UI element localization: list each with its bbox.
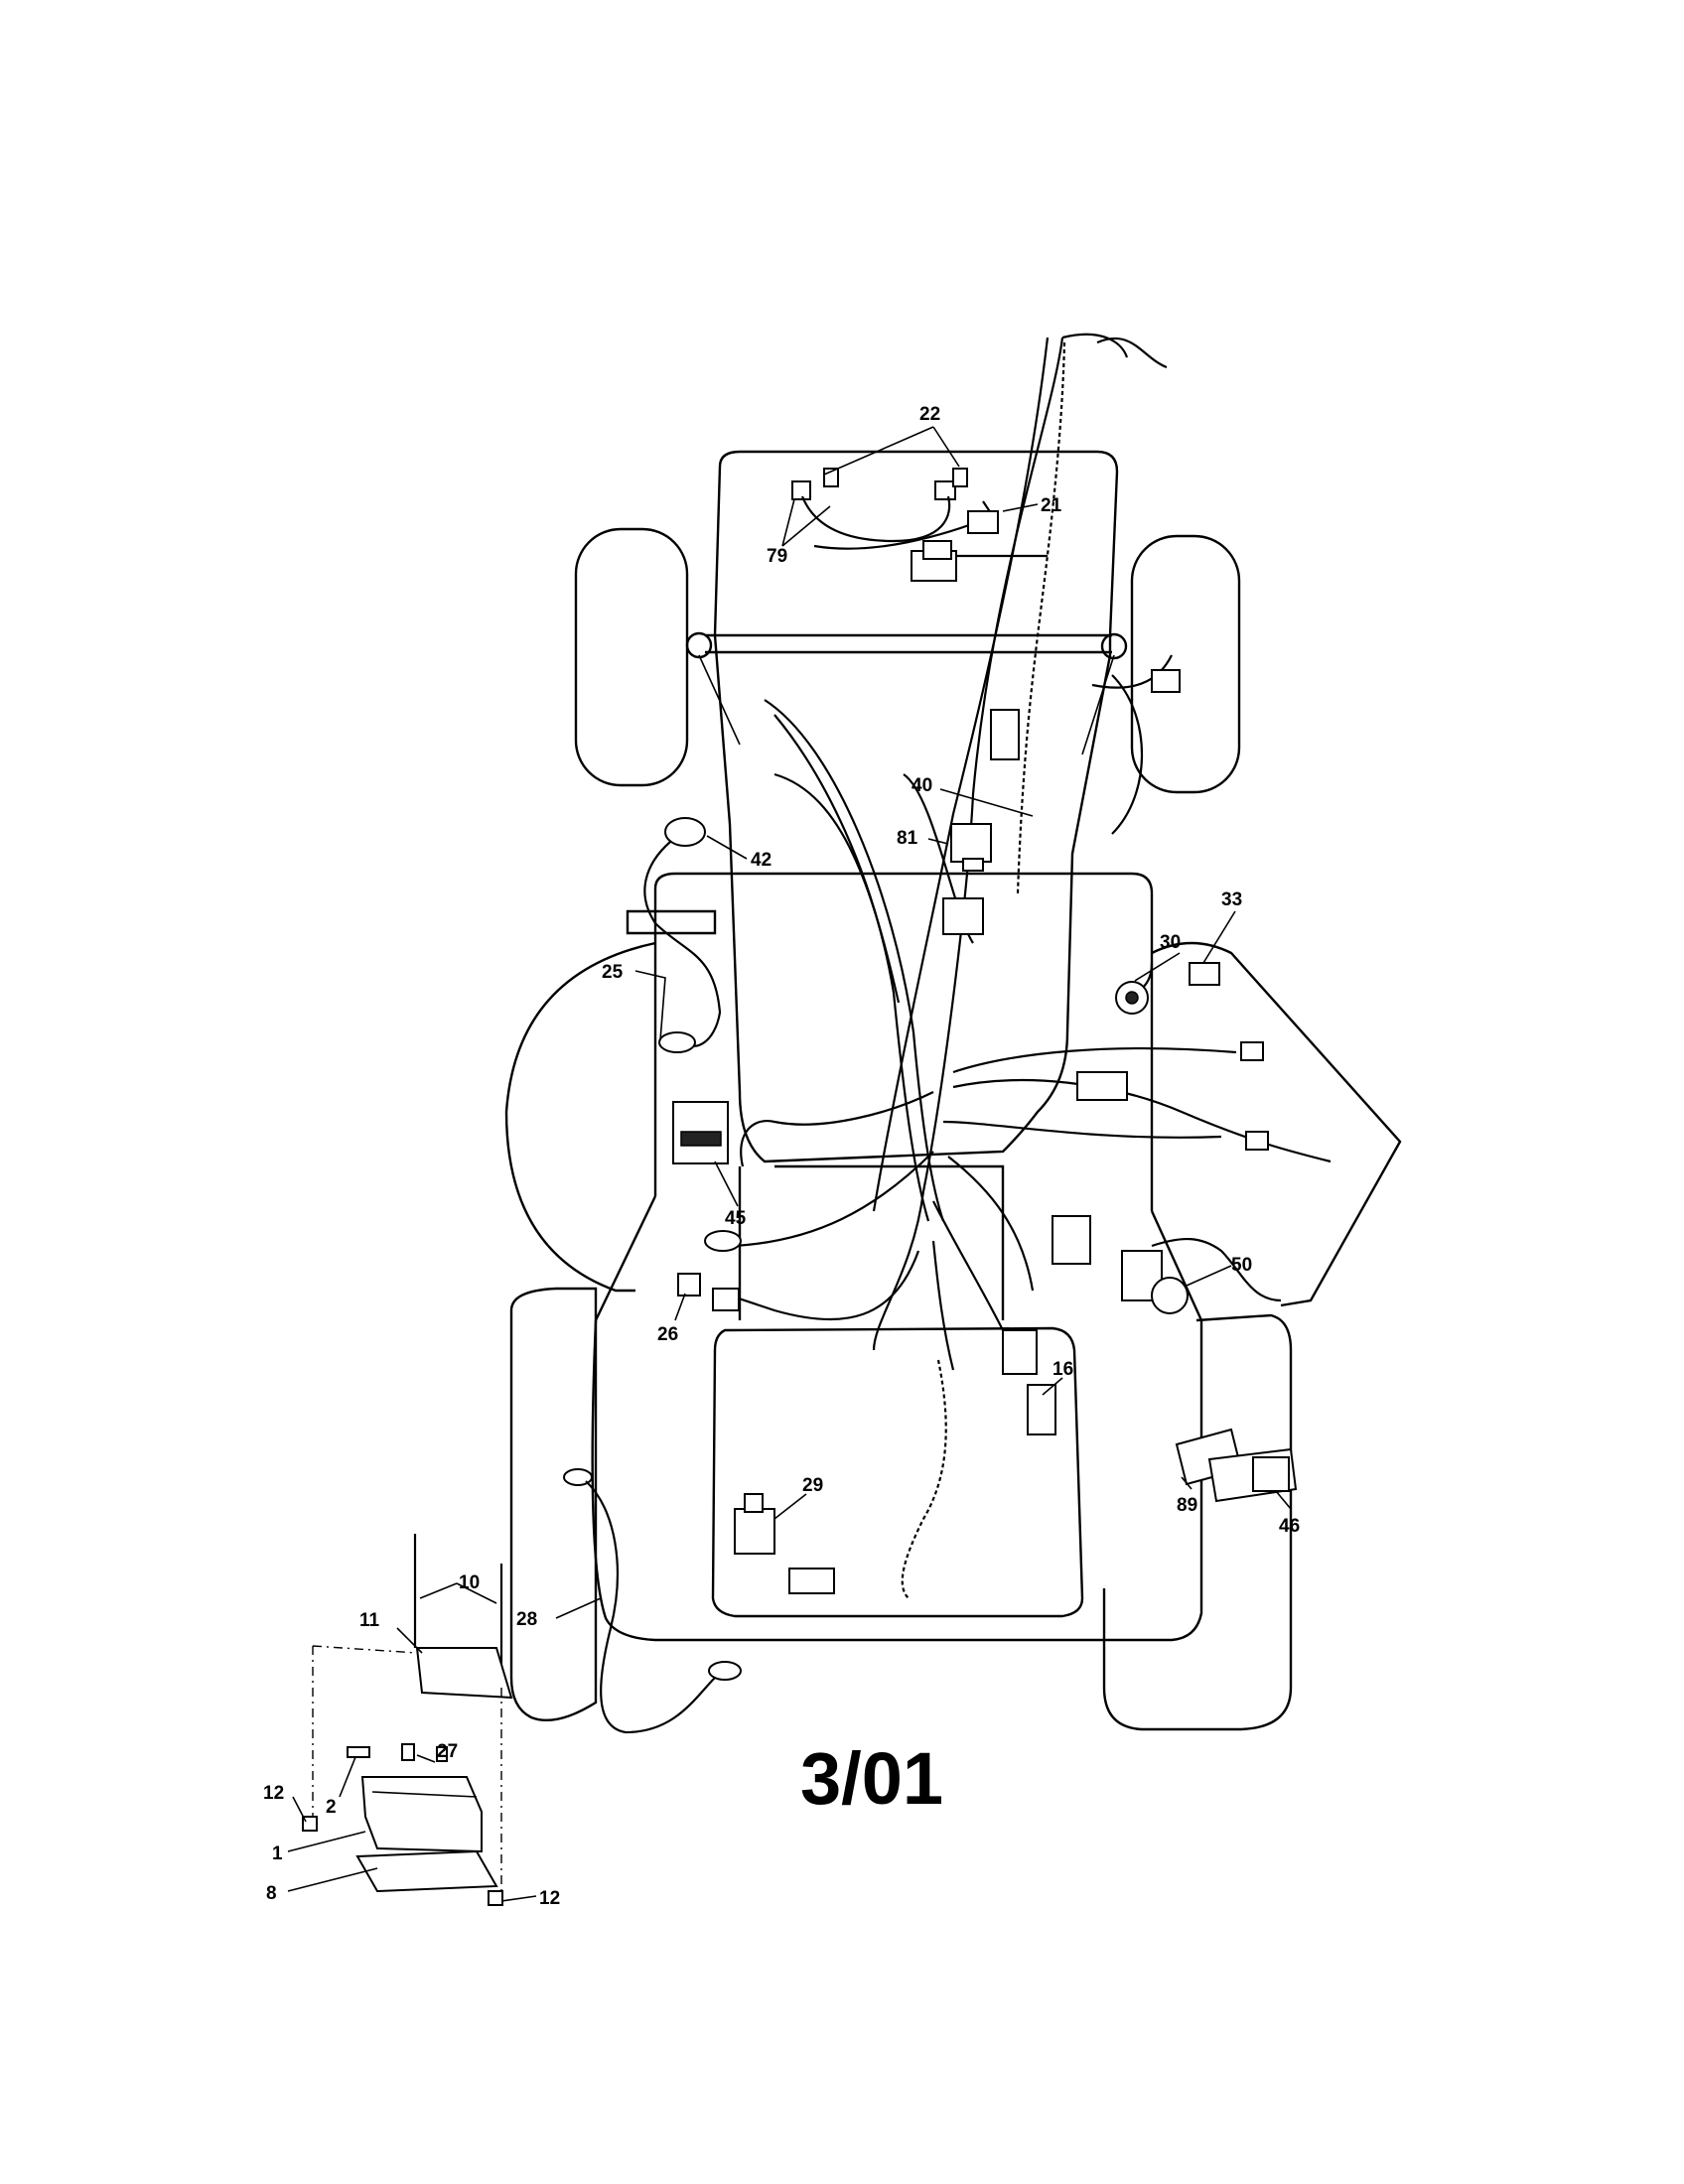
headlight-switch-46 <box>1207 1447 1298 1503</box>
wire-harness <box>714 333 1332 1371</box>
callout-8: 8 <box>266 1883 277 1904</box>
leader-lines <box>287 426 1292 1902</box>
callout-16: 16 <box>1052 1359 1073 1380</box>
callout-28: 28 <box>516 1609 537 1630</box>
front-right-wheel <box>1130 534 1241 794</box>
connector-block-center <box>1002 1215 1091 1375</box>
callout-1: 1 <box>272 1843 283 1864</box>
terminals-26 <box>677 1273 740 1311</box>
callout-79: 79 <box>767 546 787 567</box>
headlight-assembly <box>791 468 968 543</box>
connector-block-right <box>1076 1041 1269 1151</box>
callout-26: 26 <box>657 1324 678 1345</box>
rear-body <box>591 1195 1203 1642</box>
callout-33: 33 <box>1221 889 1242 910</box>
callout-81: 81 <box>897 828 918 849</box>
battery-1 <box>360 1776 483 1853</box>
hold-down-bracket-11 <box>415 1647 513 1700</box>
front-left-wheel <box>574 527 689 787</box>
callout-27: 27 <box>437 1741 458 1762</box>
front-axle <box>705 633 1112 654</box>
battery-tray-8 <box>355 1849 498 1893</box>
callout-2: 2 <box>326 1797 337 1818</box>
ignition-switch-42 <box>643 817 722 1047</box>
connector-rear <box>788 1568 835 1594</box>
date-code: 3/01 <box>800 1737 943 1820</box>
callout-11: 11 <box>359 1610 380 1631</box>
callout-89: 89 <box>1177 1495 1197 1516</box>
switch-16 <box>1027 1384 1056 1435</box>
connector-upper-right <box>990 669 1181 760</box>
dash-frame <box>653 872 1154 1211</box>
callout-29: 29 <box>802 1475 823 1496</box>
rear-left-wheel <box>509 1287 598 1721</box>
callout-42: 42 <box>751 850 772 871</box>
callout-30: 30 <box>1160 932 1181 953</box>
ground-terminal-25 <box>658 1031 696 1053</box>
rear-right-wheel <box>1102 1313 1293 1731</box>
callout-12-right: 12 <box>539 1888 560 1909</box>
hold-down-bolts-10 <box>413 1534 503 1673</box>
rear-panel <box>711 1326 1084 1618</box>
callout-45: 45 <box>725 1208 747 1229</box>
hood <box>713 450 1119 1163</box>
connector-21 <box>967 510 999 534</box>
connector-top <box>911 540 957 582</box>
callout-labels: 22 21 79 40 81 42 25 33 30 45 50 26 16 2… <box>263 404 1300 1909</box>
callout-40: 40 <box>912 775 932 796</box>
switch-33 <box>1189 962 1220 986</box>
mower-deck <box>504 941 656 1293</box>
hour-meter-45 <box>672 1101 729 1164</box>
cable-28 <box>563 1468 742 1734</box>
pto-switch-50 <box>1121 1250 1189 1314</box>
callout-25: 25 <box>602 962 624 983</box>
ring-terminal-mid <box>704 1230 742 1252</box>
relay-81 <box>950 823 992 872</box>
switch-29 <box>734 1493 775 1555</box>
hardware-screws <box>302 1743 503 1906</box>
callout-10: 10 <box>459 1572 480 1593</box>
seat-switch-30 <box>1115 981 1149 1015</box>
callout-22: 22 <box>919 404 940 425</box>
connector-mid <box>942 897 984 935</box>
callout-50: 50 <box>1231 1255 1252 1276</box>
callout-46: 46 <box>1279 1516 1300 1537</box>
coil-harness-upper <box>1016 341 1066 894</box>
callout-12-left: 12 <box>263 1783 284 1804</box>
callout-21: 21 <box>1041 495 1062 516</box>
tractor-outline <box>504 450 1402 1731</box>
coil-harness-lower <box>901 1359 947 1599</box>
